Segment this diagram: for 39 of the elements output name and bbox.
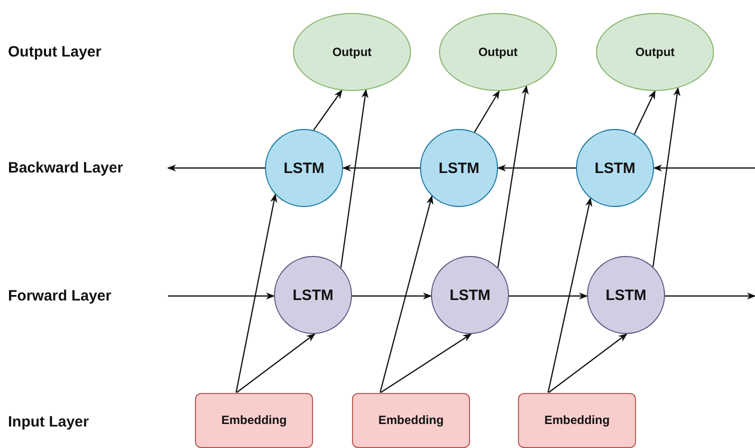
node-label: LSTM <box>284 160 324 176</box>
embedding-box <box>352 392 470 448</box>
embedding-box <box>195 392 313 448</box>
arrow <box>652 87 680 267</box>
arrow <box>474 90 500 132</box>
layer-label: Forward Layer <box>8 288 112 304</box>
arrow <box>548 333 628 393</box>
arrow <box>665 292 755 300</box>
arrow <box>352 292 432 300</box>
node-label: LSTM <box>292 286 334 304</box>
arrow <box>634 90 656 134</box>
node-label: Output <box>635 45 675 59</box>
node-label: LSTM <box>594 160 636 176</box>
node-label: Embedding <box>221 413 287 427</box>
node-label: LSTM <box>450 286 490 304</box>
node-label: LSTM <box>438 160 480 176</box>
node-label: Output <box>478 45 518 59</box>
arrow <box>497 164 576 172</box>
arrow <box>313 90 342 131</box>
arrow <box>380 195 434 393</box>
node-label: LSTM <box>606 286 646 304</box>
arrow <box>168 292 275 300</box>
node-label: Embedding <box>544 413 610 427</box>
node-label: Output <box>332 45 372 59</box>
node-label: Embedding <box>378 413 444 427</box>
arrow <box>497 85 529 268</box>
arrow <box>509 292 588 300</box>
layer-label: Input Layer <box>8 414 89 430</box>
arrow <box>380 334 472 393</box>
layer-label: Backward Layer <box>8 160 124 176</box>
embedding-box <box>518 392 636 448</box>
layer-label: Output Layer <box>8 44 102 60</box>
arrow <box>167 164 265 172</box>
arrow <box>236 194 278 393</box>
arrow <box>342 164 420 172</box>
arrow <box>548 198 592 393</box>
arrow <box>653 164 755 172</box>
arrow <box>236 333 316 393</box>
arrow <box>340 89 368 268</box>
